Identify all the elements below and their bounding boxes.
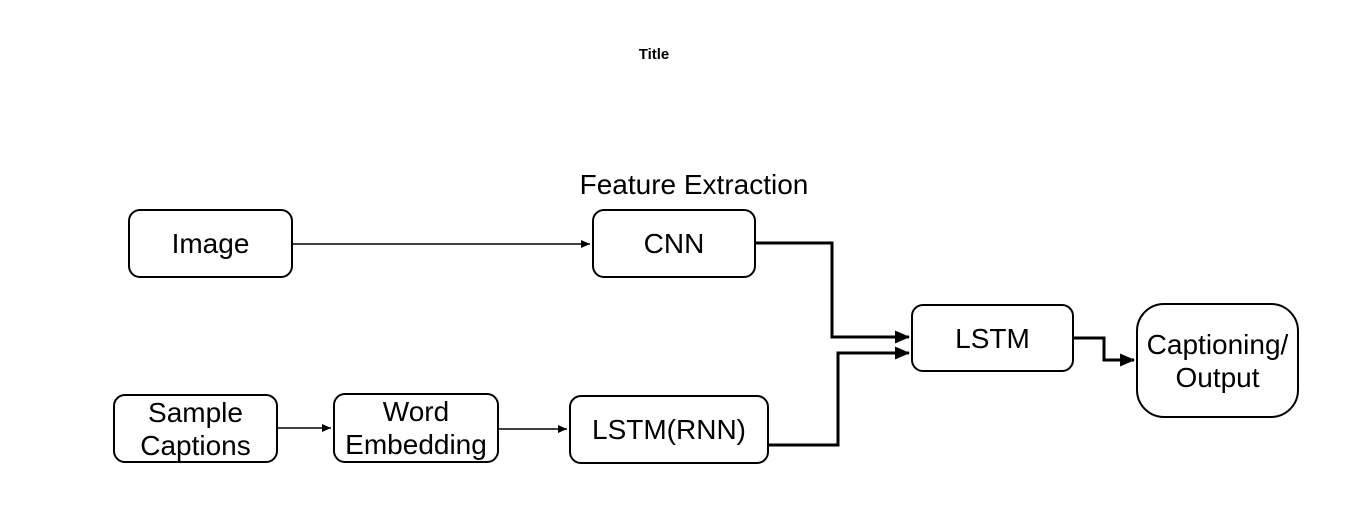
- edge-lstm-rnn-to-lstm: [769, 346, 910, 447]
- node-lstm-label: LSTM: [955, 322, 1030, 354]
- node-captioning-output: Captioning/ Output: [1136, 303, 1299, 418]
- feature-extraction-label: Feature Extraction: [579, 169, 809, 200]
- node-lstm-rnn: LSTM(RNN): [569, 395, 769, 464]
- node-cnn: CNN: [592, 209, 756, 278]
- node-captioning-output-line1: Captioning/: [1146, 328, 1289, 360]
- node-word-embedding: Word Embedding: [333, 393, 499, 463]
- diagram-title: Title: [638, 46, 670, 63]
- node-word-embedding-line1: Word: [382, 396, 450, 427]
- node-word-embedding-line2: Embedding: [345, 429, 487, 460]
- edge-lstm-to-captioning-output: [1074, 336, 1135, 367]
- edge-cnn-to-lstm: [756, 241, 910, 344]
- node-cnn-label: CNN: [643, 228, 705, 259]
- node-captioning-output-line2: Output: [1175, 361, 1260, 393]
- node-lstm: LSTM: [911, 304, 1074, 372]
- node-image-label: Image: [171, 228, 250, 259]
- node-sample-captions-line1: Sample: [148, 396, 243, 428]
- node-image: Image: [128, 209, 293, 278]
- node-sample-captions: Sample Captions: [113, 394, 278, 463]
- node-sample-captions-line2: Captions: [140, 429, 251, 461]
- node-lstm-rnn-label: LSTM(RNN): [592, 414, 746, 445]
